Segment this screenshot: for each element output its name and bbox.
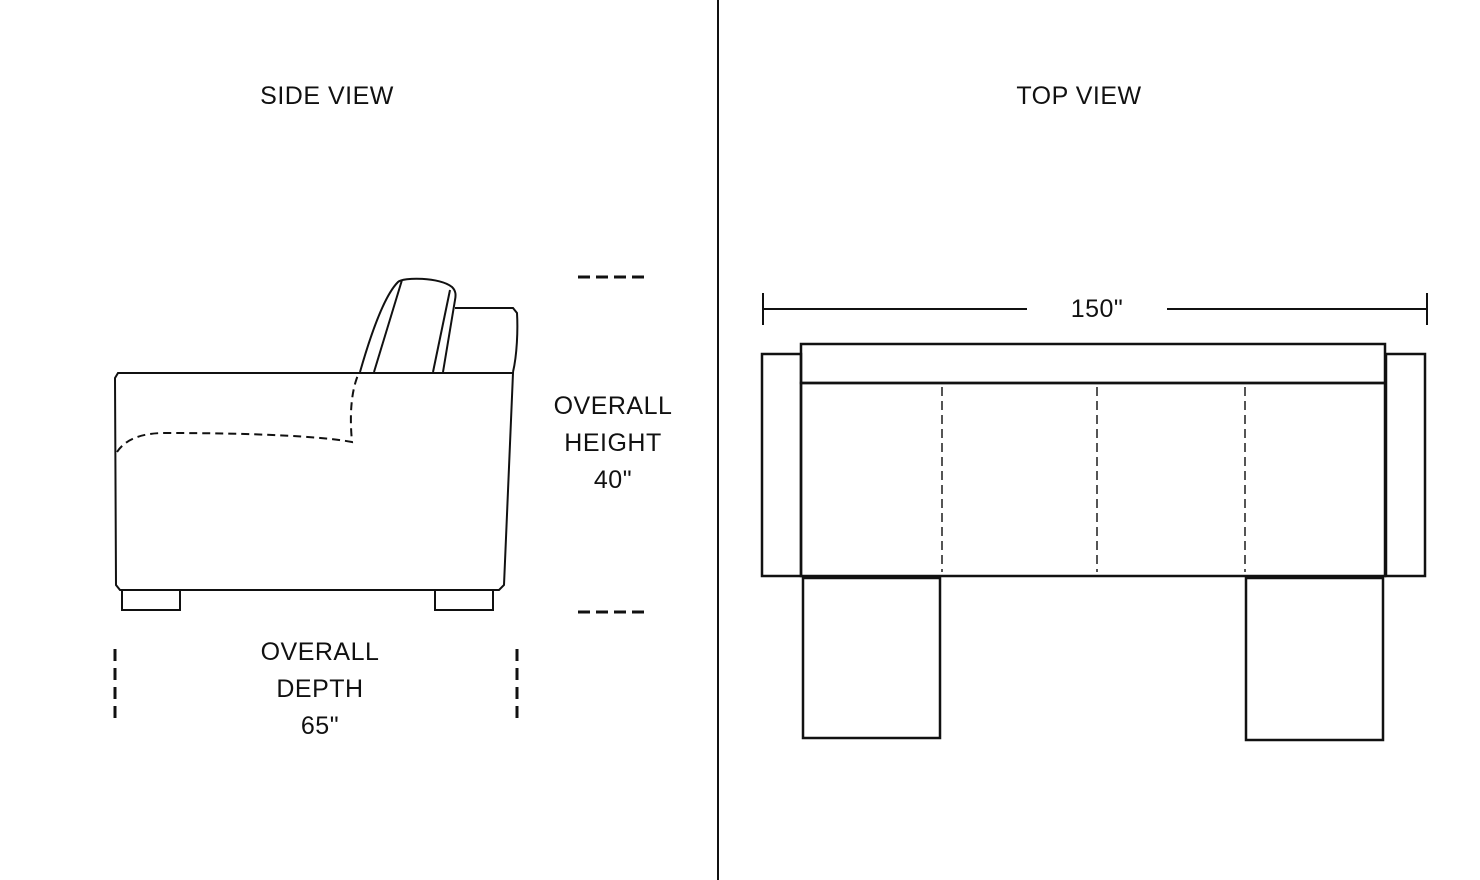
overall-height-label: OVERALL HEIGHT 40" — [553, 392, 673, 494]
overall-width-label: 150" — [1070, 295, 1124, 323]
panel-divider — [717, 0, 719, 880]
top-view-title: TOP VIEW — [1016, 82, 1142, 110]
side-view-title: SIDE VIEW — [260, 82, 394, 110]
side-view-drawing — [113, 275, 644, 718]
overall-depth-label: OVERALL DEPTH 65" — [260, 638, 380, 740]
